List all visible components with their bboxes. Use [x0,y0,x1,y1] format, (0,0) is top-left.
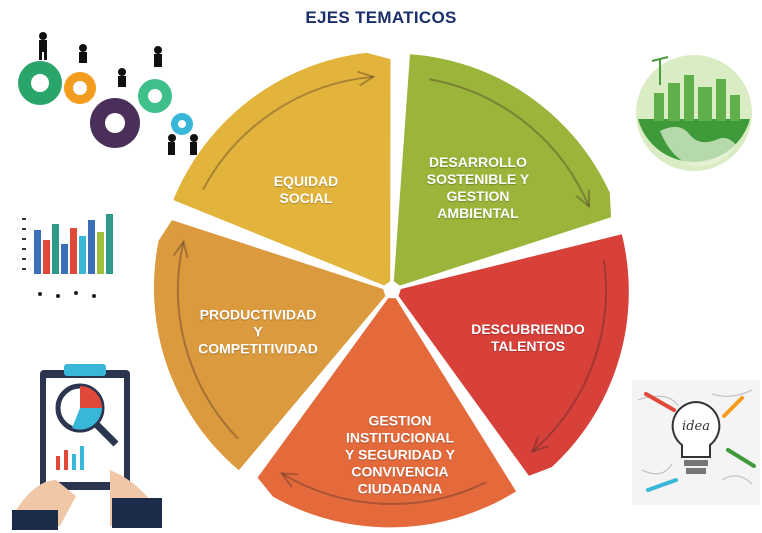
idea-text: idea [682,419,710,434]
diagram-title: EJES TEMATICOS [305,8,457,27]
segment-arrowhead [172,239,189,258]
segment-arrowhead [530,436,549,454]
segment-label-line: Y SEGURIDAD Y [345,446,455,463]
gears-people-icon [18,32,198,155]
segment-descubriendo-talentos [253,295,521,531]
bar-chart-icon [22,214,113,298]
segment-label-line: COMPETITIVIDAD [198,340,318,357]
segment-desarrollo-sostenible [395,230,632,480]
segment-label-line: CONVIVENCIA [351,463,449,480]
lightbulb-idea-icon: idea [632,380,760,505]
segment-guide-arrow [281,472,487,505]
segment-gestion-institucional [150,216,389,475]
segment-label-line: Y [253,323,263,340]
segment-label-line: PRODUCTIVIDAD [199,306,317,323]
segment-arrowhead [357,70,376,87]
segment-guide-arrow [531,260,607,453]
segment-label-line: INSTITUCIONAL [345,429,455,446]
segment-label-line: DESCUBRIENDO [471,321,585,337]
segment-guide-arrow [177,241,239,440]
segment-label-line: GESTION [446,188,510,204]
segment-label-line: DESARROLLO [429,154,527,170]
segment-label-line: TALENTOS [490,338,566,354]
segment-label-line: EQUIDAD [273,173,339,189]
segment-arrowhead [575,189,590,209]
segment-label-line: GESTION [368,412,432,429]
segment-equidad-social [390,50,615,289]
green-globe-city-icon [636,55,752,171]
segment-label-line: CIUDADANA [357,480,443,497]
segment-label-line: AMBIENTAL [437,205,519,221]
segment-label-line: SOSTENIBLE Y [426,171,530,187]
segment-label-line: SOCIAL [279,190,333,206]
segment-guide-arrow [428,78,590,207]
clipboard-magnifier-icon [12,364,162,530]
segment-productividad-competitividad [169,49,394,289]
segment-arrowhead [279,472,299,488]
segment-guide-arrow [202,75,374,191]
